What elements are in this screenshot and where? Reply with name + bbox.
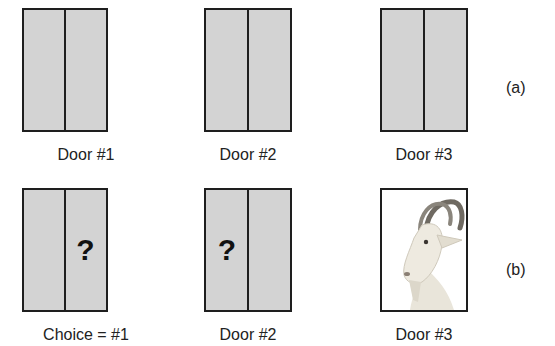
goat-eye — [424, 240, 428, 244]
door-seam — [247, 10, 249, 130]
door-label: Door #2 — [164, 145, 332, 165]
goat-beard — [409, 280, 421, 302]
door-panel — [204, 8, 292, 132]
question-mark: ? — [76, 233, 94, 267]
door-half: ? — [206, 190, 248, 310]
goat-ear — [437, 235, 462, 248]
goat-nose — [404, 272, 410, 276]
door-label: Door #1 — [3, 145, 169, 165]
door-panel — [380, 8, 468, 132]
door: Door #3 — [380, 8, 468, 165]
goat-picture — [382, 190, 466, 310]
door: Door #1 — [22, 8, 108, 165]
door-seam — [247, 190, 249, 310]
panel-label: (a) — [506, 78, 526, 98]
door-panel: ? — [204, 188, 292, 312]
door-seam — [423, 10, 425, 130]
question-mark: ? — [218, 233, 236, 267]
door-seam — [64, 190, 66, 310]
door: ?Door #2 — [204, 188, 292, 345]
door-panel — [22, 8, 108, 132]
door-seam — [64, 10, 66, 130]
door: Door #2 — [204, 8, 292, 165]
door-label: Door #2 — [164, 325, 332, 345]
door-label: Door #3 — [340, 145, 508, 165]
door: Door #3 — [380, 188, 468, 345]
door-label: Choice = #1 — [3, 325, 169, 345]
door-panel — [380, 188, 468, 312]
door-panel: ? — [22, 188, 108, 312]
goat-head — [404, 224, 443, 284]
door-label: Door #3 — [340, 325, 508, 345]
door-half: ? — [65, 190, 106, 310]
door: ?Choice = #1 — [22, 188, 108, 345]
panel-label: (b) — [506, 260, 526, 280]
